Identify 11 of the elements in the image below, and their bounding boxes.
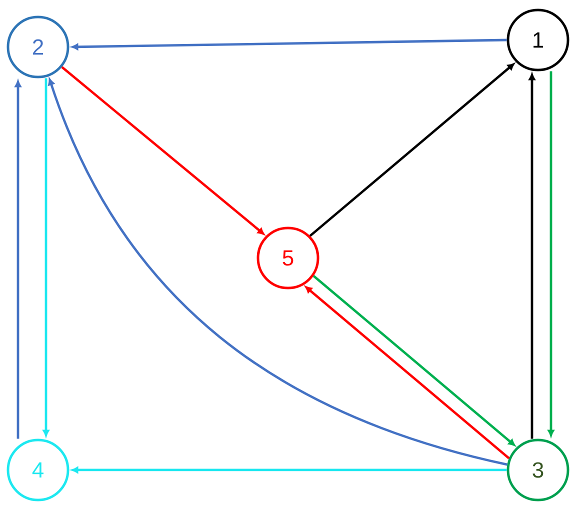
arrow (548, 71, 554, 436)
arrow (309, 63, 514, 237)
arrow (72, 466, 507, 474)
arrow (48, 78, 508, 466)
arrow (42, 78, 50, 436)
arrow (528, 74, 536, 439)
arrow (14, 80, 22, 439)
arrow (61, 66, 264, 235)
arrow (72, 38, 507, 50)
arrow (312, 275, 516, 446)
arrow (305, 286, 510, 460)
